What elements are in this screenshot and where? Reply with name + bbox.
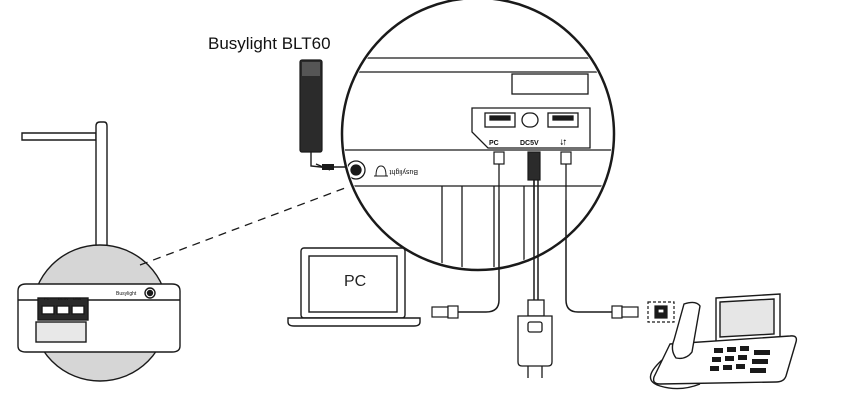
usb-plug-pc xyxy=(431,305,459,319)
base-port-label-dc: DC5V xyxy=(58,296,69,301)
base-port-label-pc: PC xyxy=(44,296,50,301)
phone-icon xyxy=(649,293,798,390)
power-adapter xyxy=(517,299,553,378)
usb-plug-phone xyxy=(611,305,639,319)
pc-screen-label: PC xyxy=(344,273,366,290)
usb-icon: ⮃ xyxy=(559,138,567,147)
port-label-pc: PC xyxy=(489,140,499,147)
base-busylight-label: Busylight xyxy=(116,291,137,297)
port-label-dc: DC5V xyxy=(520,140,539,147)
diagram-title: Busylight BLT60 xyxy=(208,34,331,53)
busylight-device xyxy=(299,59,354,171)
base-device xyxy=(17,283,181,353)
port-magnifier xyxy=(340,0,616,272)
base-port-label-usb: USB xyxy=(73,296,82,301)
zoom-leader-line xyxy=(139,187,346,266)
cables xyxy=(458,180,612,313)
bell-icon xyxy=(374,165,388,177)
laptop xyxy=(287,247,421,327)
usb-dongle xyxy=(647,301,675,323)
busylight-mark: Busylight xyxy=(390,168,418,175)
